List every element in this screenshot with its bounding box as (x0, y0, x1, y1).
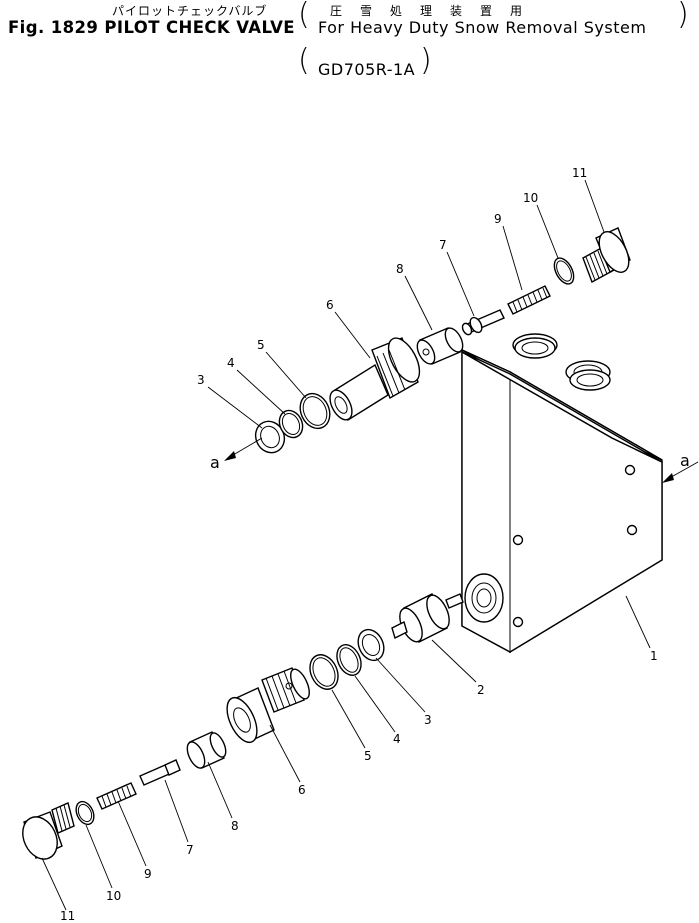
callout-3-bottom: 3 (424, 713, 432, 727)
direction-arrow-right (662, 461, 699, 483)
callout-1: 1 (650, 649, 658, 663)
japanese-subtitle: 圧雪処理装置用 (330, 4, 541, 18)
callout-8-top: 8 (396, 262, 404, 276)
callout-10-top: 10 (523, 191, 538, 205)
callout-4-top: 4 (227, 356, 235, 370)
plug-bottom-11 (22, 802, 75, 860)
callout-5-top: 5 (257, 338, 265, 352)
arrow-label-left: a (210, 453, 220, 472)
callout-7-bottom: 7 (186, 843, 194, 857)
o-ring-bottom-5 (309, 654, 339, 690)
valve-seat-top-6 (329, 337, 421, 422)
close-paren-top: ) (677, 0, 689, 32)
callout-3-top: 3 (197, 373, 205, 387)
callout-8-bottom: 8 (231, 819, 239, 833)
open-paren-top: ( (298, 0, 310, 32)
japanese-title: パイロットチェックバルブ (112, 4, 268, 18)
callout-11-top: 11 (572, 166, 587, 180)
sleeve-top-8 (416, 327, 464, 365)
callout-6-bottom: 6 (298, 783, 306, 797)
direction-arrow-left (224, 437, 263, 461)
leader-lines (41, 179, 651, 911)
seal-ring-bottom-3 (357, 628, 385, 662)
spring-bottom-9 (96, 782, 137, 810)
close-paren-model: ) (420, 43, 432, 78)
figure-title: Fig. 1829 PILOT CHECK VALVE (8, 18, 295, 37)
pilot-pin-top-7 (461, 309, 505, 336)
o-ring-top-4 (278, 409, 304, 439)
valve-body-outline (461, 337, 663, 653)
valve-seat-bottom-6 (226, 667, 310, 744)
o-ring-top-5 (299, 392, 331, 430)
sleeve-bottom-8 (186, 731, 227, 769)
callout-9-bottom: 9 (144, 867, 152, 881)
callout-11-bottom: 11 (60, 909, 75, 923)
spring-top-9 (507, 285, 551, 315)
model-number: GD705R-1A (318, 60, 416, 79)
o-ring-bottom-10 (75, 800, 95, 826)
callout-6-top: 6 (326, 298, 334, 312)
callout-4-bottom: 4 (393, 732, 401, 746)
callout-9-top: 9 (494, 212, 502, 226)
callout-7-top: 7 (439, 238, 447, 252)
o-ring-top-10 (553, 257, 575, 285)
o-ring-bottom-4 (336, 644, 362, 676)
plug-top-11 (582, 227, 631, 284)
diagram-header: パイロットチェックバルブ ( 圧雪処理装置用 ) Fig. 1829 PILOT… (0, 0, 699, 90)
callout-labels: 3 4 5 6 8 7 9 10 11 1 2 3 4 5 6 8 7 9 10… (60, 166, 690, 923)
callout-2: 2 (477, 683, 485, 697)
piston-2 (391, 593, 464, 643)
callout-10-bottom: 10 (106, 889, 121, 903)
arrow-label-right: a (680, 451, 690, 470)
pilot-pin-bottom-7 (139, 759, 181, 786)
figure-description: For Heavy Duty Snow Removal System (318, 18, 647, 37)
callout-5-bottom: 5 (364, 749, 372, 763)
open-paren-model: ( (298, 43, 310, 78)
